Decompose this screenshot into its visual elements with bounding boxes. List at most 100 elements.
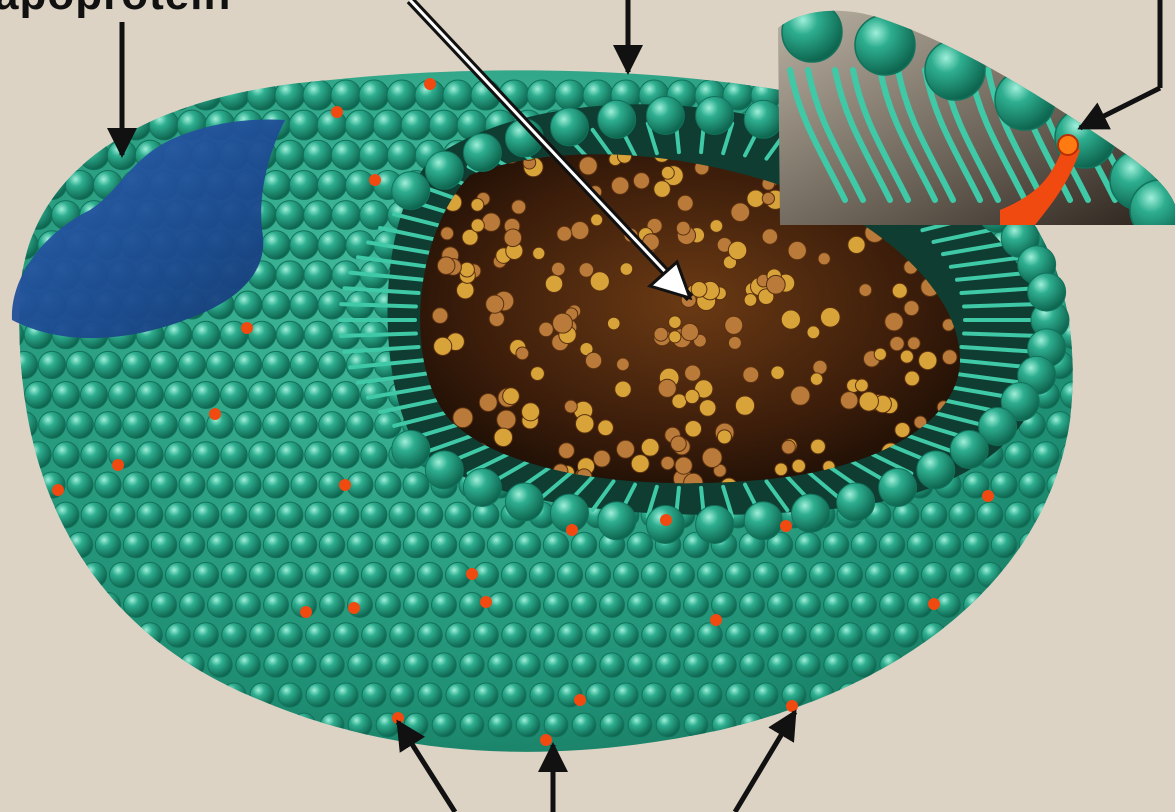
phospholipid-head bbox=[1102, 231, 1131, 260]
phospholipid-head bbox=[151, 412, 178, 439]
phospholipid-head bbox=[936, 653, 960, 677]
phospholipid-head bbox=[277, 502, 303, 528]
phospholipid-head bbox=[221, 562, 246, 587]
phospholipid-head bbox=[1020, 593, 1045, 618]
phospholipid-head bbox=[1062, 623, 1087, 648]
phospholipid-head bbox=[68, 713, 92, 737]
phospholipid-head bbox=[359, 140, 388, 169]
core-lipid bbox=[782, 440, 796, 454]
cholesterol-dot bbox=[300, 606, 312, 618]
cholesterol-dot bbox=[710, 614, 722, 626]
core-lipid bbox=[890, 336, 904, 350]
phospholipid-head bbox=[1061, 442, 1087, 468]
phospholipid-head bbox=[950, 683, 974, 707]
rim-head bbox=[463, 134, 501, 172]
phospholipid-head bbox=[403, 472, 429, 498]
phospholipid-head bbox=[180, 653, 204, 677]
rim-head bbox=[463, 468, 501, 506]
phospholipid-head bbox=[894, 623, 919, 648]
core-lipid bbox=[848, 236, 865, 253]
rim-head bbox=[646, 96, 684, 134]
phospholipid-head bbox=[138, 683, 162, 707]
phospholipid-head bbox=[1005, 502, 1031, 528]
membrane-inset bbox=[778, 2, 1175, 240]
phospholipid-head bbox=[991, 532, 1017, 558]
arrow-bottom-right bbox=[735, 712, 795, 812]
phospholipid-head bbox=[53, 382, 80, 409]
phospholipid-head bbox=[768, 593, 793, 618]
phospholipid-head bbox=[1088, 261, 1116, 289]
phospholipid-head bbox=[1047, 412, 1074, 439]
phospholipid-head bbox=[334, 683, 358, 707]
phospholipid-head bbox=[305, 562, 330, 587]
phospholipid-head bbox=[1074, 231, 1103, 260]
phospholipid-head bbox=[166, 683, 190, 707]
phospholipid-head bbox=[964, 653, 988, 677]
phospholipid-head bbox=[264, 653, 288, 677]
phospholipid-head bbox=[571, 532, 597, 558]
phospholipid-head bbox=[852, 653, 876, 677]
phospholipid-head bbox=[121, 110, 151, 140]
phospholipid-head bbox=[362, 623, 387, 648]
phospholipid-head bbox=[250, 683, 274, 707]
phospholipid-head bbox=[163, 80, 193, 110]
phospholipid-head bbox=[963, 532, 989, 558]
core-lipid bbox=[874, 348, 886, 360]
phospholipid-head bbox=[320, 653, 344, 677]
core-lipid bbox=[762, 229, 778, 245]
core-lipid bbox=[557, 226, 572, 241]
phospholipid-head bbox=[26, 683, 50, 707]
core-lipid bbox=[516, 347, 529, 360]
phospholipid-head bbox=[345, 110, 375, 140]
phospholipid-head bbox=[361, 502, 387, 528]
cholesterol-dot bbox=[424, 78, 436, 90]
phospholipid-head bbox=[936, 713, 960, 737]
phospholipid-head bbox=[1090, 623, 1115, 648]
phospholipid-head bbox=[360, 201, 389, 230]
phospholipid-head bbox=[1075, 412, 1102, 439]
core-lipid bbox=[590, 272, 609, 291]
phospholipid-head bbox=[992, 713, 1016, 737]
phospholipid-head bbox=[303, 80, 333, 110]
phospholipid-head bbox=[234, 351, 261, 378]
core-lipid bbox=[633, 173, 649, 189]
phospholipid-head bbox=[572, 713, 596, 737]
core-lipid bbox=[654, 181, 671, 198]
phospholipid-head bbox=[68, 653, 92, 677]
core-lipid bbox=[672, 394, 687, 409]
phospholipid-head bbox=[261, 170, 290, 199]
phospholipid-head bbox=[40, 593, 65, 618]
phospholipid-head bbox=[236, 713, 260, 737]
core-lipid bbox=[471, 199, 484, 212]
phospholipid-head bbox=[726, 683, 750, 707]
phospholipid-head bbox=[880, 593, 905, 618]
phospholipid-head bbox=[0, 80, 25, 110]
core-lipid bbox=[775, 463, 788, 476]
phospholipid-head bbox=[53, 502, 79, 528]
phospholipid-head bbox=[1102, 291, 1130, 319]
phospholipid-head bbox=[110, 683, 134, 707]
core-lipid bbox=[617, 358, 630, 371]
core-lipid bbox=[685, 420, 702, 437]
phospholipid-head bbox=[796, 593, 821, 618]
core-lipid bbox=[620, 263, 633, 276]
phospholipid-head bbox=[698, 683, 722, 707]
phospholipid-head bbox=[304, 201, 333, 230]
phospholipid-head bbox=[304, 261, 332, 289]
phospholipid-head bbox=[1075, 472, 1101, 498]
phospholipid-head bbox=[166, 623, 191, 648]
phospholipid-head bbox=[263, 532, 289, 558]
cholesterol-dot bbox=[780, 520, 792, 532]
core-lipid bbox=[669, 331, 681, 343]
phospholipid-head bbox=[600, 593, 625, 618]
core-lipid bbox=[788, 241, 806, 259]
phospholipid-head bbox=[40, 713, 64, 737]
phospholipid-head bbox=[1047, 472, 1073, 498]
phospholipid-head bbox=[65, 110, 95, 140]
phospholipid-head bbox=[151, 472, 177, 498]
phospholipid-head bbox=[1005, 442, 1031, 468]
core-lipid bbox=[479, 394, 497, 412]
phospholipid-head bbox=[880, 653, 904, 677]
phospholipid-head bbox=[851, 532, 877, 558]
phospholipid-head bbox=[1006, 623, 1031, 648]
